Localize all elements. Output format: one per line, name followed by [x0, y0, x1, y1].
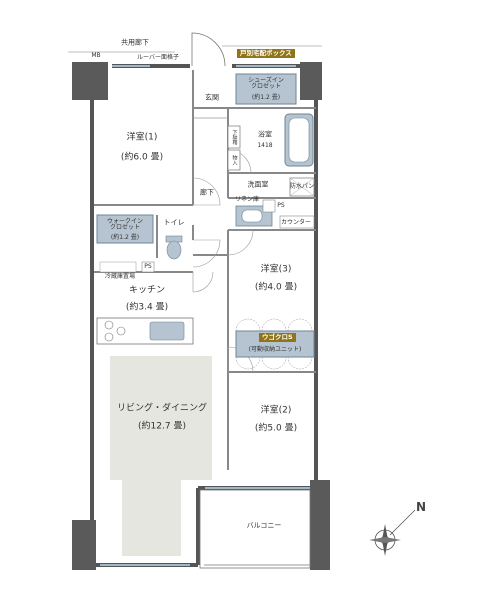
window-sashes	[100, 65, 310, 566]
balcony-label: バルコニー	[246, 521, 282, 530]
living-label: リビング・ダイニング	[116, 403, 208, 414]
corridor-label: 共用廊下	[121, 38, 149, 47]
bath-size-label: 1418	[257, 142, 273, 149]
entrance-door	[191, 32, 226, 67]
waterproof-pan-label: 防水パン	[289, 183, 315, 190]
kitchen-label: キッチン	[128, 285, 166, 296]
wkuros-sub: (可動収納ユニット)	[248, 346, 302, 353]
storage-shape	[227, 149, 241, 171]
louver-label: ルーバー面格子	[137, 54, 179, 61]
toilet-label: トイレ	[163, 218, 185, 227]
yoshitsu3-size: (約4.0 畳)	[254, 282, 298, 293]
north-label: N	[415, 500, 427, 514]
hallway-label: 廊下	[200, 188, 214, 197]
counter	[279, 215, 315, 229]
walk-in-closet	[96, 214, 154, 244]
pan-cross-b	[289, 177, 315, 197]
delivery-box-tag: 戸別宅配ボックス	[237, 49, 295, 59]
fridge-label: 冷蔵庫置場	[104, 273, 136, 280]
stove-burner-1	[104, 320, 114, 330]
bathroom-label: 浴室	[258, 130, 272, 139]
bathtub-inner	[288, 117, 310, 163]
mb-label: MB	[91, 52, 101, 59]
kitchen-sink	[149, 321, 185, 341]
living-size: (約12.7 畳)	[138, 421, 186, 432]
ps-box-wash	[262, 199, 276, 213]
yoshitsu2-size: (約5.0 畳)	[254, 423, 298, 434]
shoes-closet	[235, 73, 297, 105]
wic-size: (約1.2 畳)	[110, 234, 140, 241]
yoshitsu1-size: (約6.0 畳)	[120, 152, 164, 163]
shoes-closet-size: (約1.2 畳)	[251, 94, 281, 101]
ps-box-kitchen	[141, 261, 155, 273]
fridge-space	[99, 261, 137, 273]
wic-label: ウォークイン クロゼット	[106, 218, 144, 231]
washbasin-bowl	[241, 209, 263, 223]
kitchen-size: (約3.4 畳)	[125, 302, 169, 313]
yoshitsu1-label: 洋室(1)	[126, 132, 158, 143]
compass	[369, 509, 416, 556]
shoes-closet-label: シューズイン クロゼット	[248, 77, 284, 90]
movable-storage-unit	[235, 330, 315, 358]
movable-storage-swings	[235, 318, 313, 370]
living-floor	[110, 356, 212, 556]
stove-burner-3	[116, 326, 126, 336]
toilet-bowl	[166, 240, 182, 260]
balcony-area	[199, 489, 311, 569]
yoshitsu2-label: 洋室(2)	[260, 405, 292, 416]
counter-label: カウンター	[280, 219, 312, 226]
storage-label: 物入	[231, 155, 238, 165]
genkan-label: 玄関	[205, 93, 219, 102]
ps-label-wash: PS	[277, 202, 285, 209]
wkuros-tag: ウゴクロS	[259, 333, 296, 343]
washroom-label: 洗面室	[247, 180, 269, 189]
shoe-rack-label: 下駄箱	[231, 129, 238, 145]
linen-label: リネン庫	[234, 196, 260, 203]
shoe-rack-shape	[227, 125, 241, 149]
yoshitsu3-label: 洋室(3)	[260, 264, 292, 275]
stove-burner-2	[104, 332, 114, 342]
ps-label-kitchen: PS	[144, 263, 152, 270]
columns	[72, 62, 330, 570]
